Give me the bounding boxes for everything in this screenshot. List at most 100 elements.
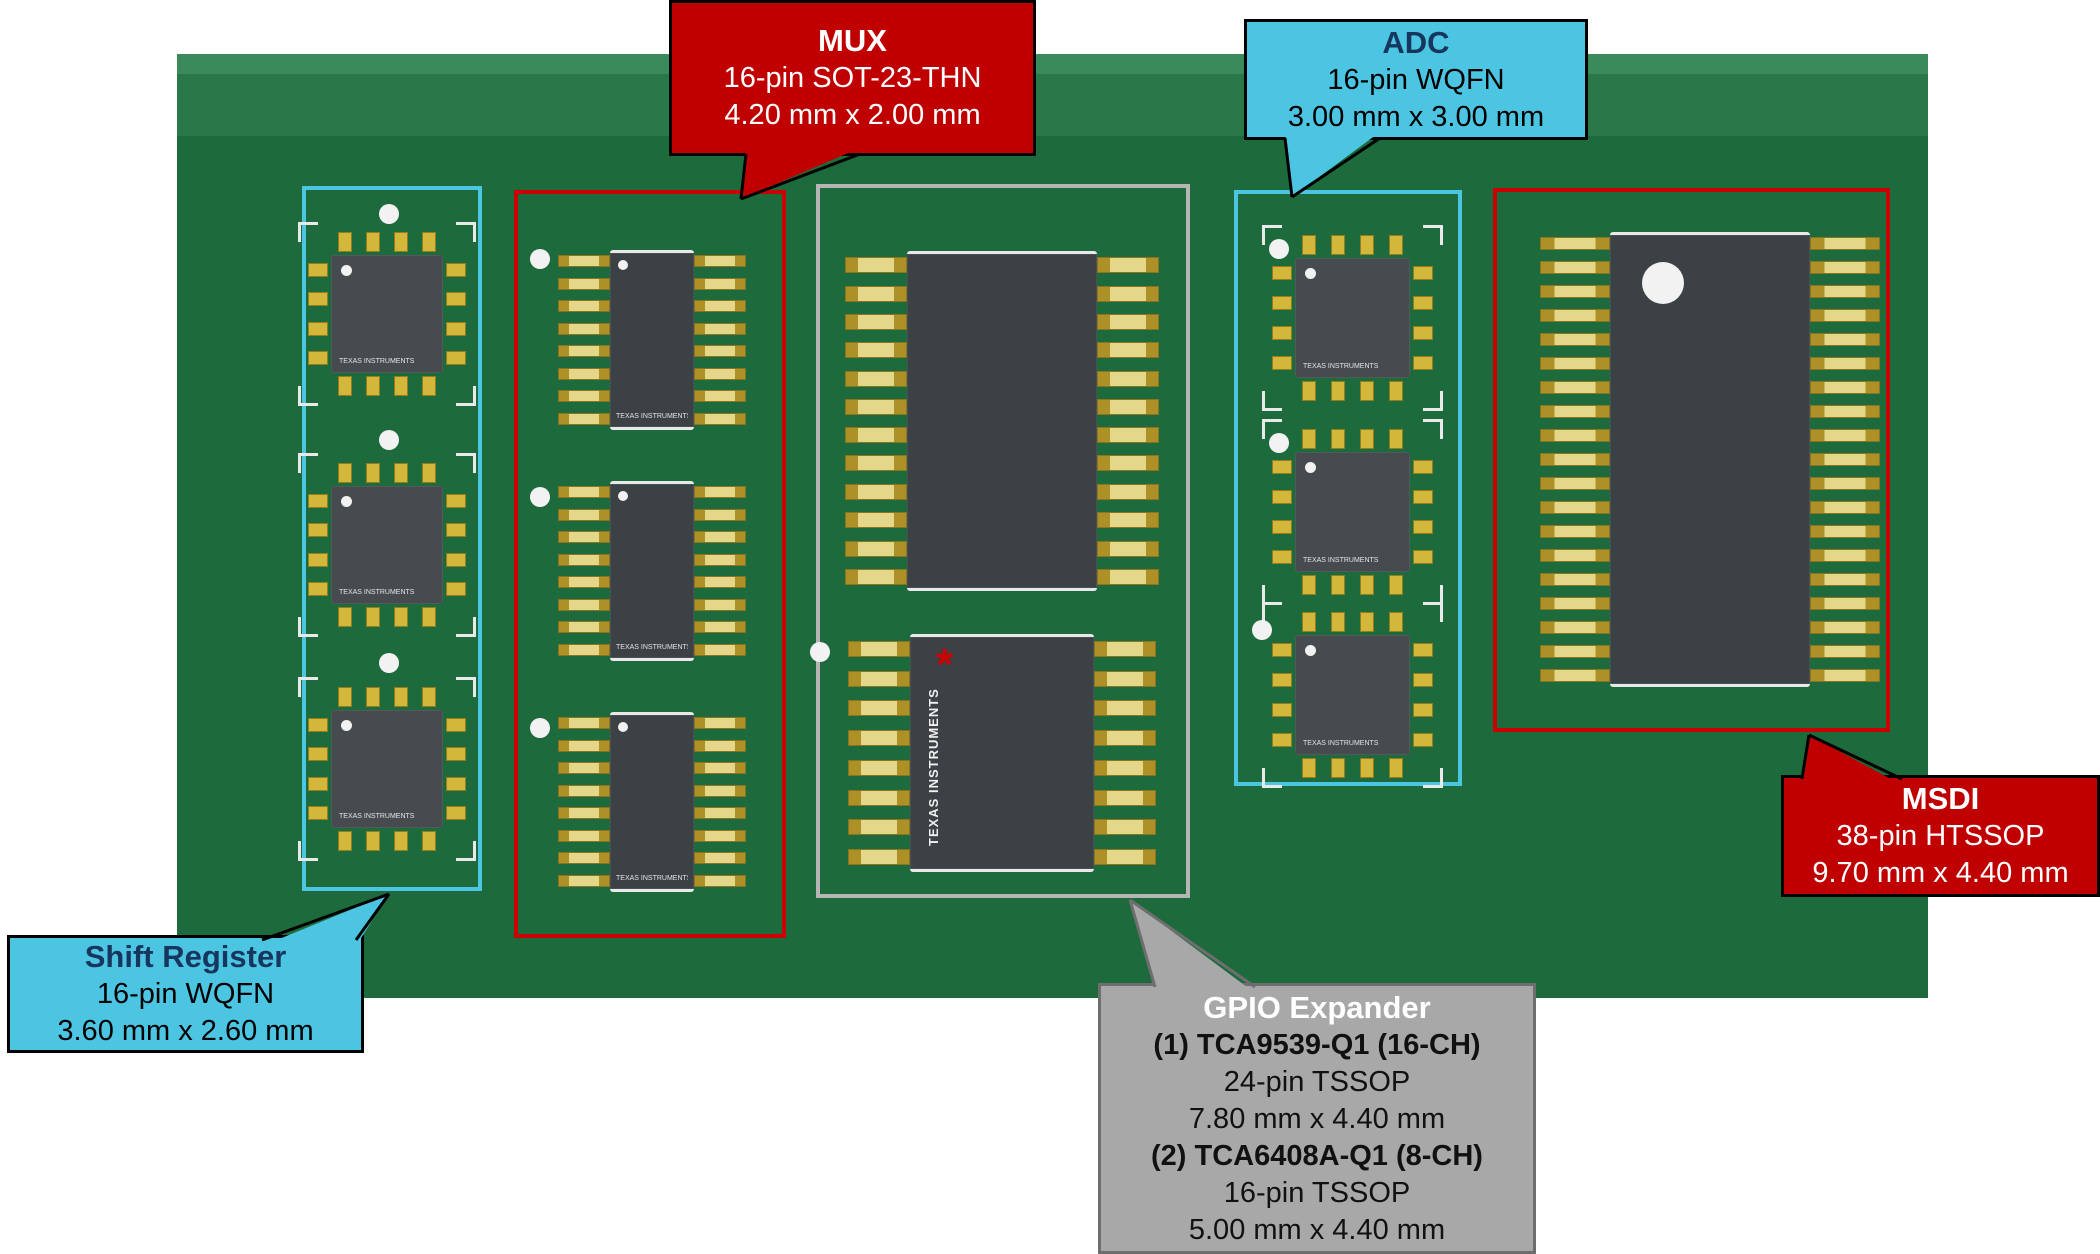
- pin-pad: [848, 700, 910, 716]
- pin-pad: [1810, 381, 1880, 394]
- msdi-outline: [1493, 188, 1890, 732]
- pin-pad: [1097, 455, 1159, 471]
- ti-logo: TEXAS INSTRUMENTS: [339, 589, 415, 596]
- pin-pad: [1094, 700, 1156, 716]
- pin-pad: [1360, 575, 1374, 595]
- msdi-callout-title: MSDI: [1901, 781, 1980, 816]
- pin-pad: [308, 292, 328, 306]
- pin-pad: [338, 463, 352, 483]
- pin-pad: [1331, 235, 1345, 255]
- pin-pad: [1810, 597, 1880, 610]
- pin-pad: [1094, 849, 1156, 865]
- pin-pad: [1272, 550, 1292, 564]
- pin-pad: [338, 607, 352, 627]
- pin-pad: [694, 368, 746, 380]
- pin-pad: [1272, 460, 1292, 474]
- ti-logo: TEXAS INSTRUMENTS: [616, 875, 688, 882]
- pin1-marker: [341, 496, 352, 507]
- fiducial-via: [379, 204, 399, 224]
- pin-pad: [422, 376, 436, 396]
- shift-register-callout: Shift Register 16-pin WQFN 3.60 mm x 2.6…: [7, 935, 364, 1053]
- pin-pad: [1810, 549, 1880, 562]
- silkscreen-corner: [1262, 602, 1282, 622]
- pin-pad: [1302, 758, 1316, 778]
- pin-pad: [1540, 261, 1610, 274]
- pin-pad: [338, 831, 352, 851]
- pin-pad: [446, 322, 466, 336]
- gpio-expander-16pin-chip: [910, 634, 1094, 872]
- shift-register-outline: [302, 186, 482, 891]
- silkscreen-corner: [1423, 419, 1443, 439]
- pin-pad: [848, 849, 910, 865]
- pin-pad: [558, 621, 610, 633]
- mux-chip-1: [610, 250, 694, 430]
- pin-pad: [558, 717, 610, 729]
- silkscreen-corner: [456, 222, 476, 242]
- gpio-callout-part2: (2) TCA6408A-Q1 (8-CH): [1151, 1139, 1483, 1172]
- pin-pad: [558, 830, 610, 842]
- pin-pad: [694, 852, 746, 864]
- fiducial-via: [1269, 433, 1289, 453]
- ti-logo: TEXAS INSTRUMENTS: [339, 813, 415, 820]
- pin-pad: [848, 671, 910, 687]
- pin-pad: [694, 875, 746, 887]
- pin-pad: [446, 747, 466, 761]
- pin-pad: [558, 531, 610, 543]
- pin-pad: [558, 576, 610, 588]
- pin-pad: [694, 323, 746, 335]
- ti-logo: TEXAS INSTRUMENTS: [1303, 740, 1379, 747]
- pin-pad: [1272, 733, 1292, 747]
- pin-pad: [1094, 641, 1156, 657]
- pin-pad: [1540, 429, 1610, 442]
- silkscreen-corner: [1262, 768, 1282, 788]
- pin-pad: [558, 509, 610, 521]
- pin-pad: [1540, 597, 1610, 610]
- pin-pad: [1272, 266, 1292, 280]
- pin-pad: [1389, 235, 1403, 255]
- silkscreen-corner: [298, 677, 318, 697]
- pin-pad: [845, 569, 907, 585]
- silkscreen-corner: [298, 841, 318, 861]
- ti-logo: TEXAS INSTRUMENTS: [616, 413, 688, 420]
- pin-pad: [1810, 477, 1880, 490]
- pin-pad: [845, 512, 907, 528]
- pin-pad: [366, 607, 380, 627]
- pcb-top-strip: [177, 74, 1928, 136]
- pin-pad: [1540, 573, 1610, 586]
- pin-pad: [845, 541, 907, 557]
- msdi-callout-package: 38-pin HTSSOP: [1836, 820, 2045, 852]
- pin-pad: [446, 494, 466, 508]
- silkscreen-corner: [1262, 225, 1282, 245]
- silkscreen-corner: [456, 677, 476, 697]
- pin-pad: [1540, 405, 1610, 418]
- pin-pad: [1810, 645, 1880, 658]
- pin1-marker: [341, 265, 352, 276]
- pin-pad: [366, 831, 380, 851]
- pin-pad: [845, 314, 907, 330]
- silkscreen-corner: [1423, 768, 1443, 788]
- pin-pad: [694, 300, 746, 312]
- shift-register-callout-size: 3.60 mm x 2.60 mm: [57, 1015, 314, 1047]
- pin-pad: [1097, 484, 1159, 500]
- pin-pad: [1331, 381, 1345, 401]
- pin-pad: [394, 232, 408, 252]
- pin-pad: [1097, 257, 1159, 273]
- pin-pad: [1097, 286, 1159, 302]
- pin-pad: [1413, 460, 1433, 474]
- mux-callout-size: 4.20 mm x 2.00 mm: [724, 99, 981, 131]
- adc-chip-2: [1295, 452, 1410, 572]
- pin-pad: [394, 687, 408, 707]
- pin-pad: [366, 687, 380, 707]
- pin-pad: [1272, 326, 1292, 340]
- pin-pad: [1097, 569, 1159, 585]
- pin-pad: [1360, 612, 1374, 632]
- pin-pad: [848, 760, 910, 776]
- pin-pad: [1540, 621, 1610, 634]
- ti-logo: TEXAS INSTRUMENTS: [339, 358, 415, 365]
- pin-pad: [1094, 671, 1156, 687]
- fiducial-via: [530, 249, 550, 269]
- pin-pad: [1540, 381, 1610, 394]
- pin-pad: [1810, 405, 1880, 418]
- msdi-callout-size: 9.70 mm x 4.40 mm: [1812, 857, 2069, 889]
